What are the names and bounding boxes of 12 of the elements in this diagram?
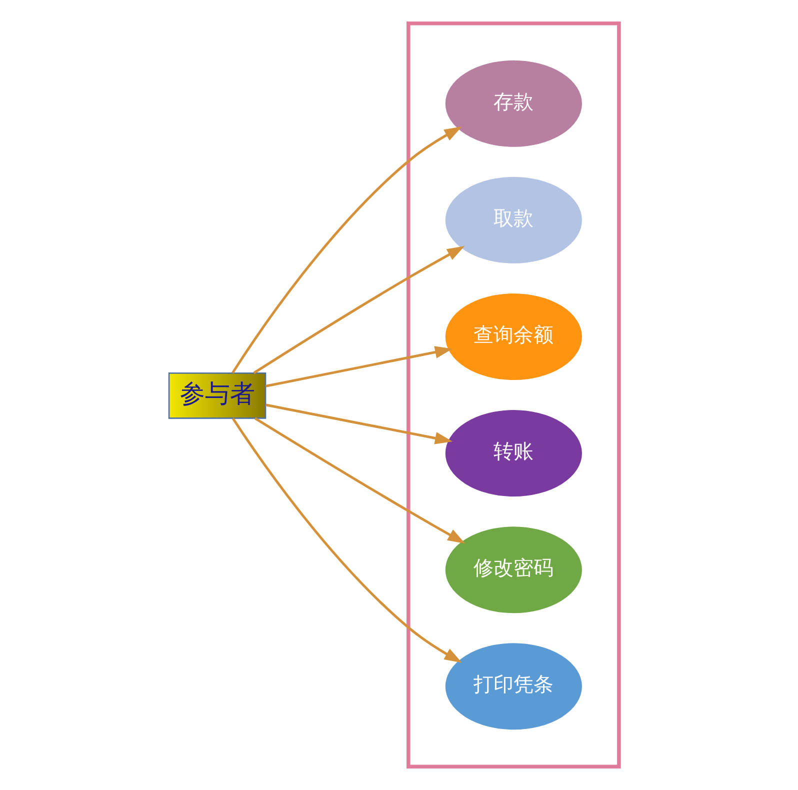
arrow xyxy=(253,246,465,374)
node-ellipse: 存款 xyxy=(445,60,582,147)
node-ellipse: 打印凭条 xyxy=(445,643,582,730)
arrow xyxy=(232,126,462,374)
arrow xyxy=(254,417,466,544)
node-box: 参与者 xyxy=(168,372,266,419)
cluster xyxy=(406,22,621,768)
arrow xyxy=(266,404,453,444)
arrow xyxy=(232,418,462,663)
node-ellipse: 查询余额 xyxy=(445,293,582,380)
node-ellipse: 转账 xyxy=(445,410,582,497)
arrow xyxy=(266,346,453,388)
